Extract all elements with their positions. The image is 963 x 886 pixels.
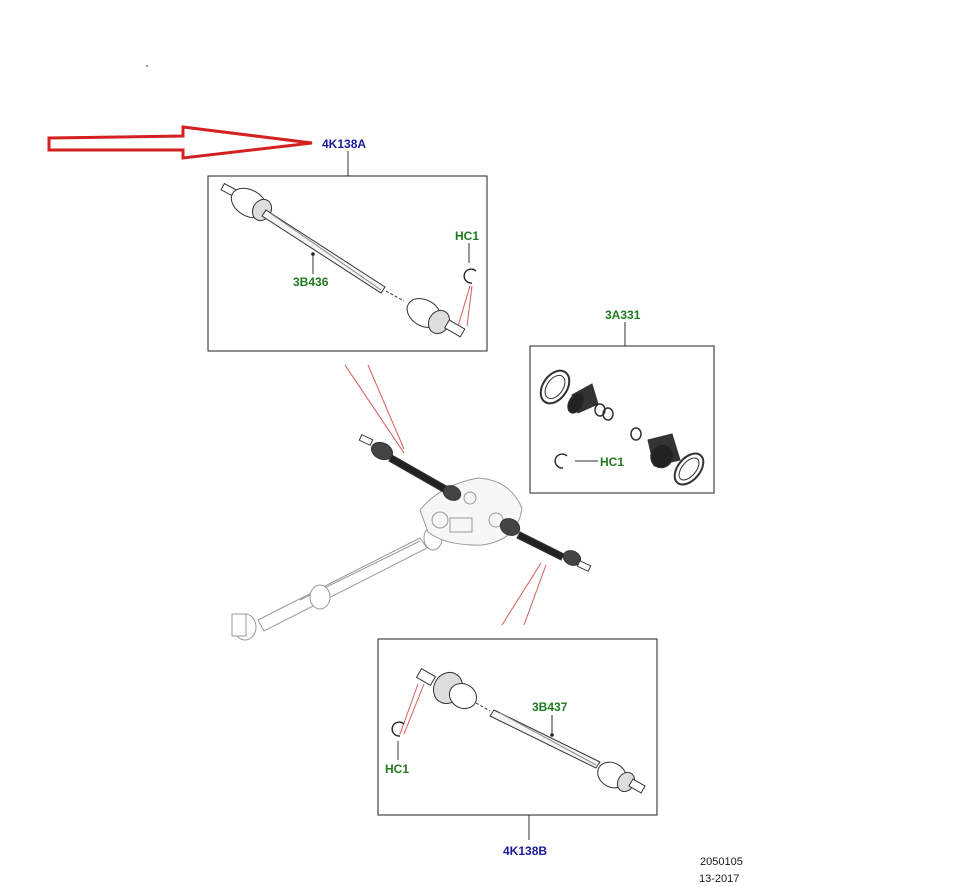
label-3a331[interactable]: 3A331 <box>605 308 641 322</box>
boot-kit-box <box>529 345 715 494</box>
red-leaders-top <box>344 364 405 454</box>
boot-kit-drawing <box>539 369 705 486</box>
label-hc1-front[interactable]: HC1 <box>455 229 479 243</box>
diagram-number: 2050105 <box>700 856 743 868</box>
leader-dot-3b436 <box>311 252 315 256</box>
front-halfshaft-drawing <box>220 182 466 338</box>
rear-halfshaft-box <box>377 638 658 816</box>
label-4k138a[interactable]: 4K138A <box>322 137 366 151</box>
label-4k138b[interactable]: 4K138B <box>503 844 547 858</box>
rear-halfshaft-drawing <box>415 667 646 794</box>
label-hc1-bootkit[interactable]: HC1 <box>600 455 624 469</box>
label-3b437[interactable]: 3B437 <box>532 700 568 714</box>
label-hc1-rear[interactable]: HC1 <box>385 762 409 776</box>
leader-red-rear-clip-a <box>399 683 419 735</box>
scan-speck <box>146 65 148 67</box>
leader-red-rear-clip-b <box>403 683 425 735</box>
circlip-icon <box>463 268 477 284</box>
label-3b436[interactable]: 3B436 <box>293 275 329 289</box>
arrow-right-icon <box>47 125 313 160</box>
diagram-date: 13-2017 <box>699 873 739 885</box>
red-leaders-bottom <box>501 562 547 626</box>
rear-circlip-icon <box>391 721 405 737</box>
leader-red-clip-b <box>466 285 473 327</box>
boot-kit-circlip-icon <box>554 453 568 469</box>
leader-dot-3b437 <box>550 733 554 737</box>
leader-red-clip-a <box>457 285 471 327</box>
driveline-assembly-drawing <box>231 434 592 641</box>
front-halfshaft-box <box>207 175 488 352</box>
